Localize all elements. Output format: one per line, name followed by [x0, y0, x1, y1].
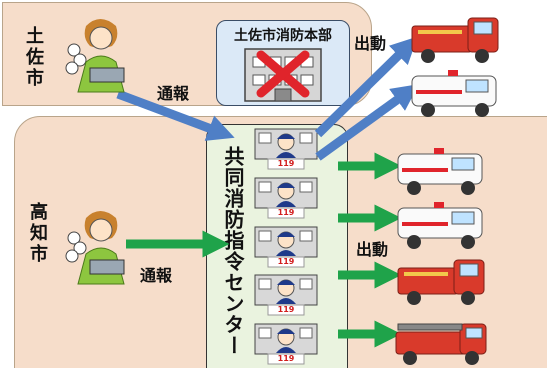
- closed-cross-icon: [256, 50, 310, 98]
- dial-number-label: 119: [277, 354, 295, 364]
- operator-icon: [254, 128, 318, 170]
- operator-column: 119 119 119 119 119: [254, 124, 318, 368]
- operator-icon: [254, 323, 318, 365]
- operator-icon: [254, 226, 318, 268]
- operator-icon: [254, 177, 318, 219]
- tosa-dispatch-arrow-2: [315, 84, 419, 161]
- ambulance-icon: [408, 64, 504, 118]
- kochi-city-label: 高知市: [27, 202, 48, 265]
- ambulance-icon: [394, 196, 490, 250]
- tosa-hq-box: 土佐市消防本部: [216, 20, 350, 106]
- operator-desk: 119: [254, 177, 318, 219]
- tosa-dispatch-arrow-1: [314, 36, 418, 138]
- tosa-city-label: 土佐市: [23, 26, 44, 89]
- dial-number-label: 119: [277, 256, 295, 266]
- kochi-report-label: 通報: [140, 266, 173, 285]
- tosa-report-label: 通報: [157, 84, 190, 103]
- operator-desk: 119: [254, 226, 318, 268]
- operator-desk: 119: [254, 128, 318, 170]
- ambulance-icon: [394, 142, 490, 196]
- kochi-caller-illustration: [65, 211, 125, 285]
- dial-number-label: 119: [277, 305, 295, 315]
- operator-icon: [254, 274, 318, 316]
- operator-desk: 119: [254, 274, 318, 316]
- kochi-dispatch-label: 出動: [356, 240, 389, 259]
- dial-number-label: 119: [277, 159, 295, 168]
- fire-engine-icon: [394, 252, 490, 306]
- tosa-hq-label: 土佐市消防本部: [234, 28, 332, 44]
- tosa-dispatch-label: 出動: [354, 34, 387, 53]
- ladder-truck-icon: [394, 312, 490, 366]
- tosa-caller-illustration: [65, 19, 125, 93]
- tosa-report-arrow: [116, 89, 235, 141]
- dial-number-label: 119: [277, 207, 295, 217]
- operator-desk: 119: [254, 323, 318, 365]
- fire-engine-icon: [408, 10, 504, 64]
